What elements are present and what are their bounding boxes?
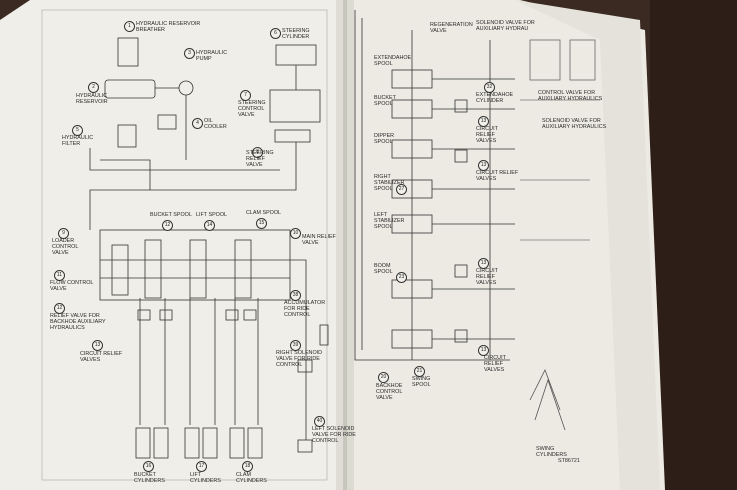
label-clam-cylinders: CLAM CYLINDERS xyxy=(236,472,267,484)
callout-12-relief: 12 xyxy=(54,303,65,314)
callout-14: 14 xyxy=(204,220,215,231)
label-extendahoe-spool: EXTENDAHOE SPOOL xyxy=(374,55,412,67)
label-hydraulic-reservoir: HYDRAULIC RESERVOIR xyxy=(76,93,108,105)
label-lift-cylinders: LIFT CYLINDERS xyxy=(190,472,221,484)
label-regeneration-valve: REGENERATION VALVE xyxy=(430,22,473,34)
callout-17: 17 xyxy=(196,461,207,472)
callout-39: 39 xyxy=(290,340,301,351)
callout-11: 11 xyxy=(54,270,65,281)
label-circuit-relief-valves-1: CIRCUIT RELIEF VALVES xyxy=(476,126,498,144)
label-steering-cylinder: STEERING CYLINDER xyxy=(282,28,310,40)
left-schematic xyxy=(41,9,329,481)
callout-20: 20 xyxy=(378,372,389,383)
callout-13-r2: 13 xyxy=(478,160,489,171)
label-circuit-relief-valves-3: CIRCUIT RELIEF VALVES xyxy=(476,268,498,286)
callout-27: 27 xyxy=(396,184,407,195)
label-solenoid-valve-aux-2: SOLENOID VALVE FOR AUXILIARY HYDRAULICS xyxy=(542,118,607,130)
callout-40: 40 xyxy=(314,416,325,427)
label-bucket-spool: BUCKET SPOOL xyxy=(150,212,192,218)
callout-6: 6 xyxy=(270,28,281,39)
callout-13-left: 13 xyxy=(92,340,103,351)
callout-12-spool: 12 xyxy=(162,220,173,231)
label-circuit-relief-valves-4: CIRCUIT RELIEF VALVES xyxy=(484,355,506,373)
left-page xyxy=(0,0,345,490)
label-hydraulic-filter: HYDRAULIC FILTER xyxy=(62,135,94,147)
label-swing-cylinders: SWING CYLINDERS xyxy=(536,446,567,458)
callout-3: 3 xyxy=(184,48,195,59)
label-swing-spool: SWING SPOOL xyxy=(412,376,431,388)
callout-21: 21 xyxy=(414,366,425,377)
callout-8: 8 xyxy=(252,147,263,158)
right-page xyxy=(345,0,665,490)
callout-23: 23 xyxy=(396,272,407,283)
label-circuit-relief-valves-2: CIRCUIT RELIEF VALVES xyxy=(476,170,519,182)
callout-4: 4 xyxy=(192,118,203,129)
callout-13-r3: 13 xyxy=(478,258,489,269)
label-control-valve-auxiliary: CONTROL VALVE FOR AUXILIARY HYDRAULICS xyxy=(538,90,603,102)
callout-32: 32 xyxy=(484,82,495,93)
label-main-relief-valve: MAIN RELIEF VALVE xyxy=(302,234,336,246)
callout-38: 38 xyxy=(290,290,301,301)
callout-10: 10 xyxy=(290,228,301,239)
label-relief-valve-backhoe-auxiliary: RELIEF VALVE FOR BACKHOE AUXILIARY HYDRA… xyxy=(50,313,106,331)
label-solenoid-valve-auxiliary: SOLENOID VALVE FOR AUXILIARY HYDRAU xyxy=(476,20,535,32)
label-lift-spool: LIFT SPOOL xyxy=(196,212,228,218)
callout-18: 18 xyxy=(242,461,253,472)
label-steering-relief-valve: STEERING RELIEF VALVE xyxy=(246,150,274,168)
label-circuit-relief-valves-left: CIRCUIT RELIEF VALVES xyxy=(80,351,123,363)
label-clam-spool: CLAM SPOOL xyxy=(246,210,282,216)
callout-16: 16 xyxy=(143,461,154,472)
callout-1: 1 xyxy=(124,21,135,32)
label-bucket-cylinders: BUCKET CYLINDERS xyxy=(134,472,165,484)
label-extendahoe-cylinder: EXTENDAHOE CYLINDER xyxy=(476,92,514,104)
callout-13-r4: 13 xyxy=(478,345,489,356)
label-loader-control-valve: LOADER CONTROL VALVE xyxy=(52,238,79,256)
label-dipper-spool: DIPPER SPOOL xyxy=(374,133,395,145)
label-right-solenoid-ride-control: RIGHT SOLENOID VALVE FOR RIDE CONTROL xyxy=(276,350,323,368)
label-right-stabilizer-spool: RIGHT STABILIZER SPOOL xyxy=(374,174,405,192)
label-left-solenoid-ride-control: LEFT SOLENOID VALVE FOR RIDE CONTROL xyxy=(312,426,356,444)
label-flow-control-valve: FLOW CONTROL VALVE xyxy=(50,280,94,292)
label-backhoe-control-valve: BACKHOE CONTROL VALVE xyxy=(376,383,403,401)
label-boom-spool: BOOM SPOOL xyxy=(374,263,393,275)
label-steering-control-valve: STEERING CONTROL VALVE xyxy=(238,100,266,118)
label-oil-cooler: OIL COOLER xyxy=(204,118,227,130)
callout-5: 5 xyxy=(72,125,83,136)
label-hydraulic-reservoir-breather: HYDRAULIC RESERVOIR BREATHER xyxy=(136,21,201,33)
right-schematic xyxy=(354,10,600,431)
callout-15: 15 xyxy=(256,218,267,229)
label-left-stabilizer-spool: LEFT STABILIZER SPOOL xyxy=(374,212,405,230)
label-hydraulic-pump: HYDRAULIC PUMP xyxy=(196,50,228,62)
callout-2: 2 xyxy=(88,82,99,93)
callout-7: 7 xyxy=(240,90,251,101)
callout-13-r1: 13 xyxy=(478,116,489,127)
label-bucket-spool-right: BUCKET SPOOL xyxy=(374,95,396,107)
label-accumulator-ride-control: ACCUMULATOR FOR RIDE CONTROL xyxy=(284,300,326,318)
figure-code: ST86721 xyxy=(558,458,580,464)
callout-9: 9 xyxy=(58,228,69,239)
